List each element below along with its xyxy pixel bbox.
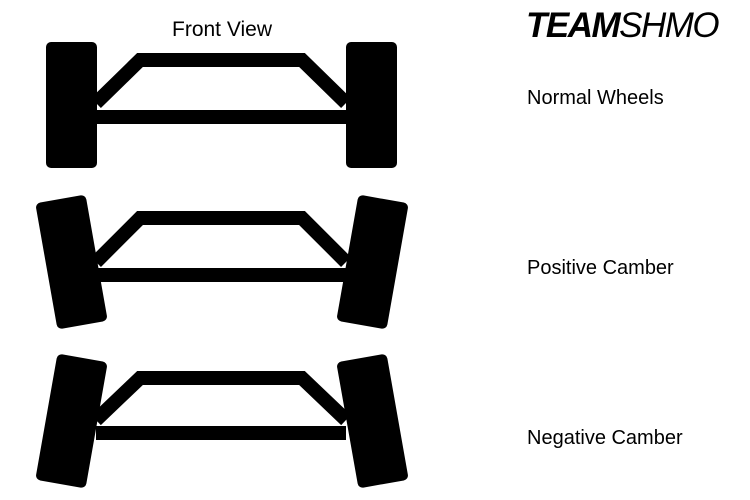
wheel-left-negative [36,354,107,488]
wheel-left-positive [36,195,107,329]
brand-logo-light: SHMO [619,6,720,45]
config-label-negative-camber: Negative Camber [527,427,683,449]
wheel-right-positive [337,195,408,329]
axle-assembly-negative [36,354,408,488]
config-label-positive-camber: Positive Camber [527,257,674,279]
config-label-normal: Normal Wheels [527,87,664,109]
wheel-right-negative [337,354,408,488]
axle-assembly-normal [46,42,397,168]
axle-frame-negative [91,371,351,440]
wheel-left-normal [46,42,97,168]
axle-frame-normal [91,53,351,124]
brand-logo: TEAMSHMO [526,6,720,45]
diagram-title: Front View [172,18,272,41]
axle-assembly-positive [36,195,408,329]
brand-logo-bold: TEAM [526,6,621,45]
axle-frame-positive [91,211,351,282]
wheel-right-normal [346,42,397,168]
